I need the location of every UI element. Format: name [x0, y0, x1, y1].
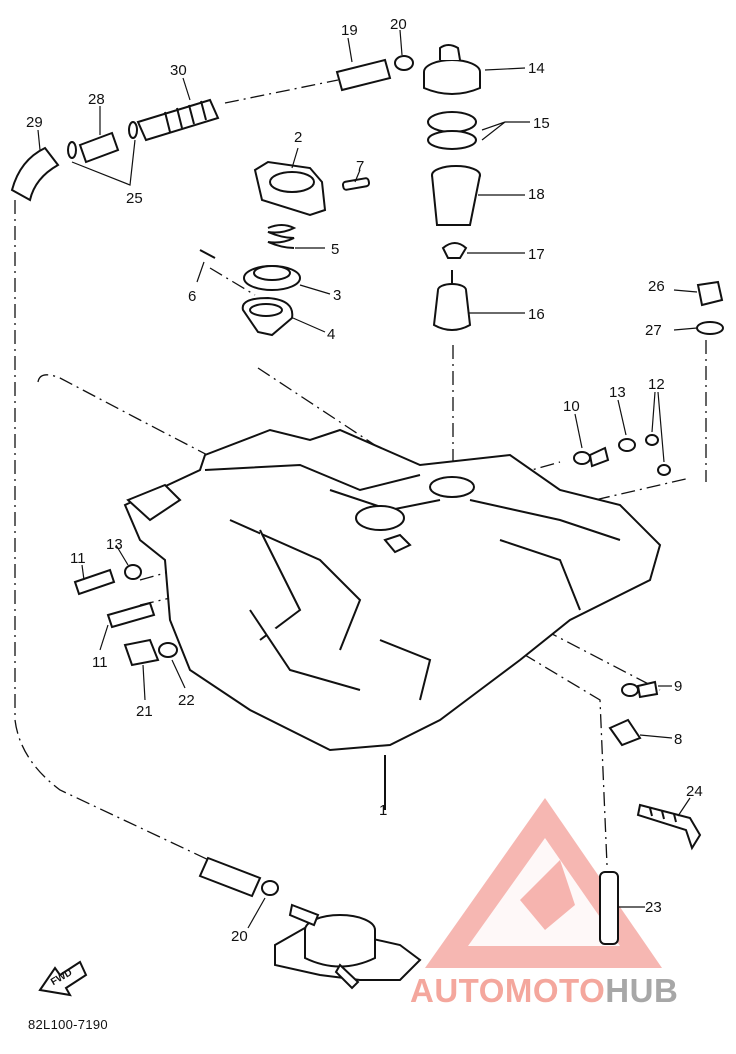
strap-24 — [636, 803, 702, 851]
washer-27 — [696, 321, 724, 335]
pin — [199, 249, 216, 259]
fuel-pump — [274, 903, 422, 990]
callout-20-top: 20 — [390, 16, 407, 33]
watermark-logo — [425, 798, 662, 968]
callout-29: 29 — [26, 114, 43, 131]
drawing-code: 82L100-7190 — [28, 1017, 108, 1032]
washer-13-left — [124, 564, 142, 580]
callout-23: 23 — [645, 899, 662, 916]
callout-19: 19 — [341, 22, 358, 39]
callout-25: 25 — [126, 190, 143, 207]
strainer-body — [431, 165, 481, 226]
callout-6: 6 — [188, 288, 196, 305]
pump-cover — [423, 44, 481, 95]
bolt-9 — [621, 680, 659, 699]
callout-28: 28 — [88, 91, 105, 108]
tube-23 — [599, 871, 619, 945]
callout-8: 8 — [674, 731, 682, 748]
filler-neck — [241, 296, 294, 337]
clamp-20-bottom — [261, 880, 279, 896]
callout-18: 18 — [528, 186, 545, 203]
callout-27: 27 — [645, 322, 662, 339]
callout-15: 15 — [533, 115, 550, 132]
callout-13-right: 13 — [609, 384, 626, 401]
callout-26: 26 — [648, 278, 665, 295]
callout-9: 9 — [674, 678, 682, 695]
callout-4: 4 — [327, 326, 335, 343]
spring — [267, 224, 297, 249]
hose-19 — [335, 58, 392, 92]
filler-cap — [253, 160, 327, 217]
watermark-brand: AUTOMOTOHUB — [410, 972, 678, 1010]
hose-21 — [123, 638, 160, 667]
callout-17: 17 — [528, 246, 545, 263]
grommet-8 — [608, 718, 642, 747]
callout-2: 2 — [294, 129, 302, 146]
hose-bottom — [198, 856, 262, 898]
callout-21: 21 — [136, 703, 153, 720]
callout-13-left: 13 — [106, 536, 123, 553]
clip — [441, 242, 468, 259]
callout-1: 1 — [379, 802, 387, 819]
callout-10: 10 — [563, 398, 580, 415]
callout-leaders — [37, 29, 698, 929]
callout-11-lower: 11 — [92, 654, 108, 671]
bellows-hose-30 — [136, 98, 220, 142]
callout-11-upper: 11 — [70, 550, 86, 567]
callout-24: 24 — [686, 783, 703, 800]
cap-26 — [696, 280, 724, 307]
o-ring-upper — [427, 111, 477, 133]
callout-30: 30 — [170, 62, 187, 79]
washer-12 — [645, 434, 671, 476]
joint-28 — [78, 131, 120, 164]
filter — [432, 270, 472, 331]
callout-22: 22 — [178, 692, 195, 709]
fwd-arrow — [38, 960, 88, 997]
bolt-11-lower — [106, 601, 156, 629]
callout-16: 16 — [528, 306, 545, 323]
callout-12: 12 — [648, 376, 665, 393]
callout-3: 3 — [333, 287, 341, 304]
o-ring-lower — [427, 130, 477, 150]
clamp-20-top — [394, 55, 414, 71]
hose-29 — [10, 146, 60, 202]
bolt-11-upper — [73, 568, 116, 596]
washer-13-right — [618, 438, 636, 452]
callout-5: 5 — [331, 241, 339, 258]
bolt-10 — [573, 446, 610, 468]
clip-25b — [128, 121, 138, 139]
filler-ring — [243, 265, 301, 291]
clamp-22 — [158, 642, 178, 658]
watermark-brand-part-a: AUTOMOTO — [410, 972, 606, 1009]
callout-labels: 1 2 3 4 5 6 7 8 9 10 11 11 12 13 13 14 1… — [26, 16, 703, 988]
callout-7: 7 — [356, 158, 364, 175]
fuel-tank — [123, 428, 662, 810]
clip-25a — [67, 141, 77, 159]
callout-20-bottom: 20 — [231, 928, 248, 945]
callout-14: 14 — [528, 60, 545, 77]
watermark-brand-part-b: HUB — [605, 972, 679, 1009]
